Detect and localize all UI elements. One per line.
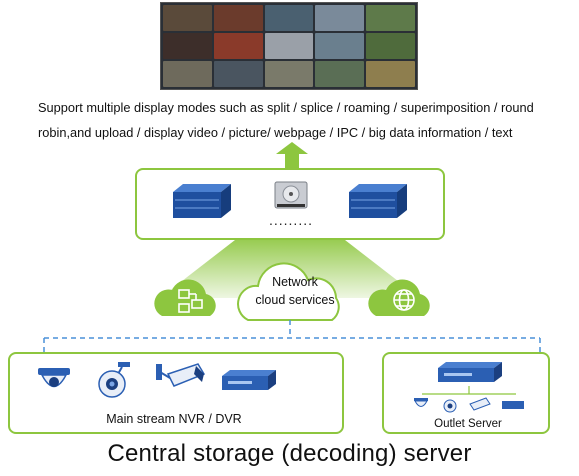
nvr-dvr-label: Main stream NVR / DVR xyxy=(106,412,242,426)
video-tile xyxy=(366,61,415,87)
storage-server-box: ......... xyxy=(135,168,445,240)
video-tile xyxy=(264,33,314,59)
outlet-connections xyxy=(414,386,524,413)
small-dome-camera-icon xyxy=(414,398,428,407)
ptz-camera-icon xyxy=(98,362,130,398)
video-tile xyxy=(264,61,314,87)
video-tile xyxy=(213,5,263,31)
outlet-server-label: Outlet Server xyxy=(434,418,502,430)
cloud-label-line-2: cloud services xyxy=(255,293,335,307)
cloud-network-graphic xyxy=(154,240,430,321)
video-tile xyxy=(163,33,212,59)
network-devices-icon xyxy=(178,289,203,313)
hard-drive-icon xyxy=(274,181,308,209)
video-tile xyxy=(264,5,314,31)
video-tile xyxy=(163,5,212,31)
dashed-connector xyxy=(43,320,541,352)
caption-line-2: robin,and upload / display video / pictu… xyxy=(38,125,513,140)
small-ptz-camera-icon xyxy=(443,399,457,413)
up-arrow-icon xyxy=(276,142,308,168)
small-recorder-icon xyxy=(502,401,524,409)
video-tile xyxy=(315,33,365,59)
video-tile xyxy=(213,61,263,87)
nvr-recorder-icon xyxy=(222,370,276,390)
video-tile xyxy=(366,5,415,31)
video-tile xyxy=(315,61,365,87)
storage-dots: ......... xyxy=(268,212,313,228)
caption-line-1: Support multiple display modes such as s… xyxy=(38,100,534,115)
dome-camera-icon xyxy=(38,368,70,388)
video-tile xyxy=(213,33,263,59)
outlet-server-icon xyxy=(438,362,502,382)
globe-icon xyxy=(393,289,415,311)
bullet-camera-icon xyxy=(156,363,206,387)
rack-server-icon xyxy=(349,184,407,218)
video-tile xyxy=(163,61,212,87)
small-bullet-camera-icon xyxy=(469,397,491,411)
video-tile xyxy=(366,33,415,59)
video-tile xyxy=(315,5,365,31)
outlet-server-box: Outlet Server xyxy=(382,352,550,434)
video-wall-display xyxy=(160,2,418,90)
cloud-label-line-1: Network xyxy=(272,275,318,289)
rack-server-icon xyxy=(173,184,231,218)
nvr-dvr-box: Main stream NVR / DVR xyxy=(8,352,344,434)
page-title: Central storage (decoding) server xyxy=(107,440,472,467)
